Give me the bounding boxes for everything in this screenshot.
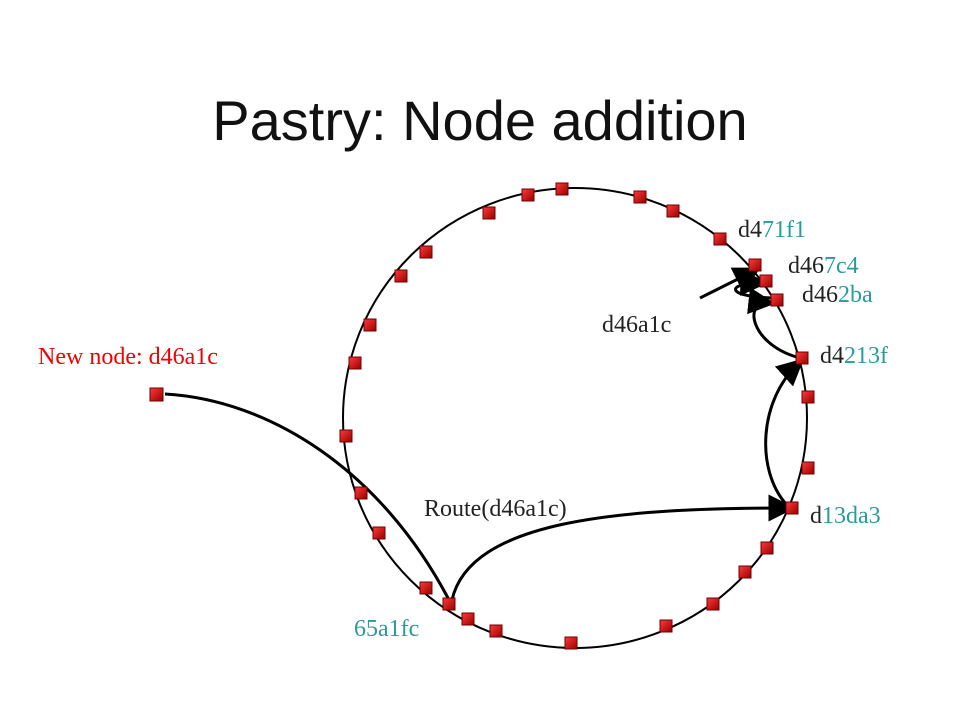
ring-node xyxy=(555,182,569,196)
node-label-prefix: d46 xyxy=(802,282,838,308)
ring-node xyxy=(633,190,647,204)
ring-node xyxy=(521,188,535,202)
node-label-d467c4: d467c4 xyxy=(788,253,859,279)
ring-nodes xyxy=(339,182,815,650)
ring-node-d471f1 xyxy=(748,258,762,272)
route-hop-d4213f-to-d462ba xyxy=(747,287,801,360)
node-label-prefix: d46 xyxy=(788,253,824,279)
route-hop-65a1fc-to-d13da3 xyxy=(450,494,796,601)
ring-node xyxy=(801,390,815,404)
node-label-d4213f: d4213f xyxy=(820,343,888,369)
new-node xyxy=(149,387,164,402)
ring-node-65a1fc xyxy=(442,597,456,611)
ring-node xyxy=(394,269,408,283)
ring-node xyxy=(419,581,433,595)
id-ring xyxy=(342,187,808,649)
ring-node xyxy=(760,541,774,555)
node-label-d13da3: d13da3 xyxy=(810,503,881,529)
slide-title: Pastry: Node addition xyxy=(212,89,748,152)
ring-node xyxy=(419,245,433,259)
ring-node xyxy=(461,612,475,626)
node-label-suffix: 213f xyxy=(844,343,888,369)
node-label-prefix: d xyxy=(810,503,822,529)
node-label-prefix: d4 xyxy=(738,217,762,243)
key-pointer-arrow xyxy=(699,267,761,300)
ring-node xyxy=(372,526,386,540)
node-label-suffix: 13da3 xyxy=(822,503,881,529)
node-label-suffix: 7c4 xyxy=(824,253,859,279)
node-label-65a1fc: 65a1fc xyxy=(354,616,419,642)
node-label-suffix: 65a1fc xyxy=(354,616,419,642)
ring-node-d462ba xyxy=(770,293,784,307)
join-link xyxy=(164,392,450,599)
node-label-suffix: 71f1 xyxy=(762,217,806,243)
node-label-suffix: 2ba xyxy=(838,282,873,308)
ring-node-d13da3 xyxy=(785,501,799,515)
ring-node xyxy=(564,636,578,650)
ring-node xyxy=(801,461,815,475)
key-label: d46a1c xyxy=(602,312,671,338)
ring-node xyxy=(659,619,673,633)
ring-node xyxy=(482,206,496,220)
ring-node xyxy=(706,597,720,611)
route-label: Route(d46a1c) xyxy=(424,496,567,522)
node-label-d462ba: d462ba xyxy=(802,282,873,308)
ring-node-d467c4 xyxy=(759,274,773,288)
ring-node-d4213f xyxy=(795,351,809,365)
new-node-label: New node: d46a1c xyxy=(38,344,218,370)
route-hop-d13da3-to-d4213f xyxy=(764,358,805,505)
ring-node xyxy=(713,232,727,246)
ring-node xyxy=(348,356,362,370)
ring-node xyxy=(489,624,503,638)
node-label-d471f1: d471f1 xyxy=(738,217,806,243)
ring-node xyxy=(666,204,680,218)
node-label-prefix: d4 xyxy=(820,343,844,369)
ring-node xyxy=(354,486,368,500)
ring-node xyxy=(738,565,752,579)
ring-node xyxy=(363,318,377,332)
ring-node xyxy=(339,429,353,443)
